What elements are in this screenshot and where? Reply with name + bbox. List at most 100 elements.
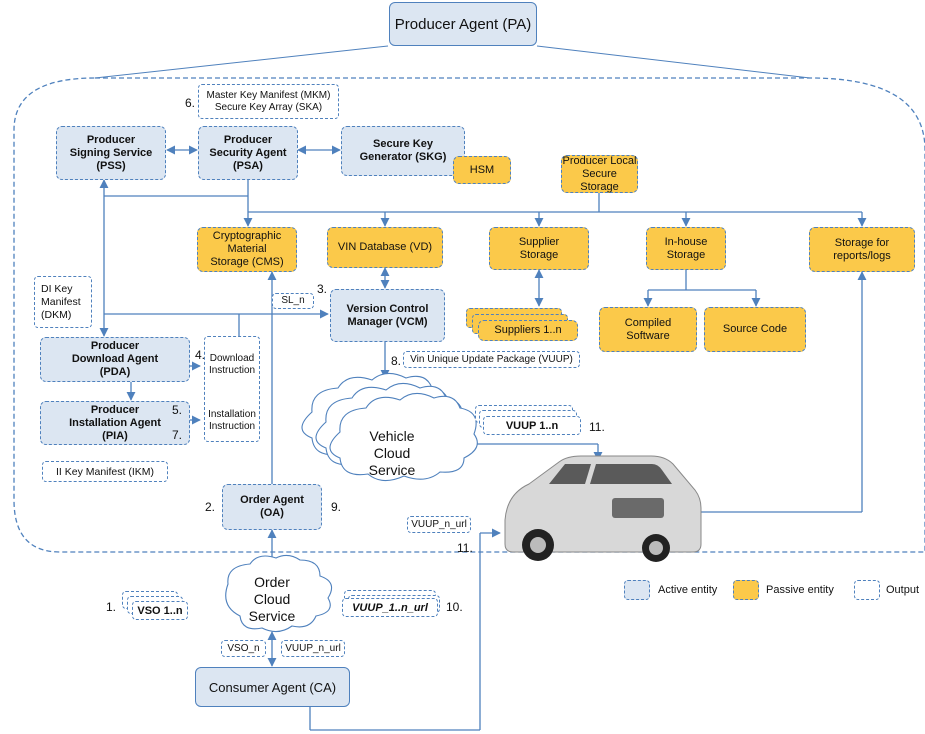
download-instr-line-2: Instruction — [208, 365, 256, 376]
pda-line-2: Download Agent — [71, 353, 159, 365]
vehicle-cloud-shape — [301, 372, 478, 482]
consumer-agent-label: Consumer Agent (CA) — [208, 679, 337, 695]
compiled-line-1: Compiled — [624, 316, 672, 329]
dkm-line-1: DI Key — [41, 282, 73, 295]
hsm-label: HSM — [469, 163, 495, 176]
pia-line-3: (PIA) — [102, 429, 128, 442]
source-code-box: Source Code — [704, 307, 806, 352]
car-image — [504, 455, 702, 562]
vcm-line-1: Version Control — [346, 302, 429, 315]
pia-line-1: Producer — [90, 403, 140, 416]
pda-line-1: Producer — [90, 340, 140, 352]
vuup-url-stack-label: VUUP_1..n_url — [352, 601, 428, 614]
vuup-1n-output: VUUP 1..n — [483, 416, 581, 435]
vuup-1n-label: VUUP 1..n — [505, 419, 559, 432]
vso-n-label: VSO_n — [227, 642, 260, 654]
vehicle-cloud-line-3: Service — [368, 462, 416, 478]
legend-passive-swatch — [733, 580, 759, 600]
step-4: 4. — [195, 348, 206, 362]
install-instr-line-1: Installation — [208, 409, 256, 420]
legend-active-swatch — [624, 580, 650, 600]
cms-line-1: Cryptographic — [212, 230, 282, 242]
pia-line-2: Installation Agent — [69, 416, 161, 429]
vuup-label: Vin Unique Update Package (VUUP) — [410, 353, 573, 365]
pss-line-1: Producer — [86, 133, 136, 146]
suppliers-label: Suppliers 1..n — [494, 324, 562, 336]
dkm-line-3: (DKM) — [41, 308, 72, 321]
step-8: 8. — [391, 354, 402, 368]
vd-box: VIN Database (VD) — [327, 227, 443, 268]
vd-label: VIN Database (VD) — [337, 241, 433, 253]
download-instr-line-1: Download — [209, 353, 255, 364]
step-1: 1. — [106, 600, 117, 614]
ikm-output: II Key Manifest (IKM) — [42, 461, 168, 482]
inhouse-storage-line-2: Storage — [666, 248, 706, 261]
psa-line-3: (PSA) — [233, 159, 263, 172]
inhouse-storage-line-1: In-house — [664, 235, 708, 248]
vehicle-cloud-line-2: Cloud — [373, 445, 411, 461]
step-6: 6. — [185, 96, 196, 110]
step-2: 2. — [205, 500, 216, 514]
producer-agent-label: Producer Agent (PA) — [394, 15, 532, 33]
reports-storage-line-2: reports/logs — [833, 249, 891, 262]
supplier-storage-line-2: Storage — [519, 248, 559, 261]
psa-line-2: Security Agent — [209, 146, 287, 159]
oa-line-2: (OA) — [260, 507, 284, 519]
order-cloud-line-2: Cloud — [253, 591, 291, 607]
step-9: 9. — [331, 500, 342, 514]
ikm-label: II Key Manifest (IKM) — [55, 465, 155, 478]
supplier-storage-line-1: Supplier — [518, 235, 560, 248]
order-cloud-line-3: Service — [248, 608, 296, 624]
vuup-url-stack-output: VUUP_1..n_url — [342, 598, 438, 617]
vehicle-cloud-label: Vehicle Cloud Service — [352, 428, 432, 479]
consumer-agent-box: Consumer Agent (CA) — [195, 667, 350, 707]
skg-line-2: Generator (SKG) — [359, 151, 447, 163]
legend-active-label: Active entity — [658, 584, 718, 596]
pss-line-3: (PSS) — [96, 159, 126, 172]
ska-label: Secure Key Array (SKA) — [214, 101, 323, 113]
compiled-line-2: Software — [626, 329, 670, 342]
local-storage-line-1: Producer Local — [562, 154, 637, 167]
cms-line-3: Storage (CMS) — [210, 256, 284, 268]
vso-1n-output: VSO 1..n — [132, 601, 188, 620]
vuup-output: Vin Unique Update Package (VUUP) — [403, 351, 580, 368]
vehicle-cloud-line-1: Vehicle — [369, 428, 415, 444]
dkm-line-2: Manifest — [41, 295, 81, 308]
step-11-top: 11. — [589, 420, 605, 434]
hsm-box: HSM — [453, 156, 511, 184]
vso-1n-label: VSO 1..n — [137, 604, 183, 617]
step-3: 3. — [317, 282, 328, 296]
vuup-n-url-bottom-label: VUUP_n_url — [285, 642, 341, 654]
source-code-label: Source Code — [722, 323, 788, 335]
order-cloud-line-1: Order — [254, 574, 290, 590]
order-agent-box: Order Agent(OA) — [222, 484, 322, 530]
sl-n-label: SL_n — [281, 295, 305, 306]
psa-line-1: Producer — [223, 133, 273, 146]
skg-line-1: Secure Key — [373, 138, 433, 150]
vso-n-output: VSO_n — [221, 640, 266, 657]
producer-agent-box: Producer Agent (PA) — [389, 2, 537, 46]
legend-passive-label: Passive entity — [766, 584, 834, 596]
cms-line-2: Material — [227, 243, 267, 255]
install-instr-line-2: Instruction — [208, 421, 256, 432]
vcm-line-2: Manager (VCM) — [347, 315, 428, 328]
pda-line-3: (PDA) — [99, 366, 131, 378]
pss-line-2: Signing Service — [69, 146, 153, 159]
